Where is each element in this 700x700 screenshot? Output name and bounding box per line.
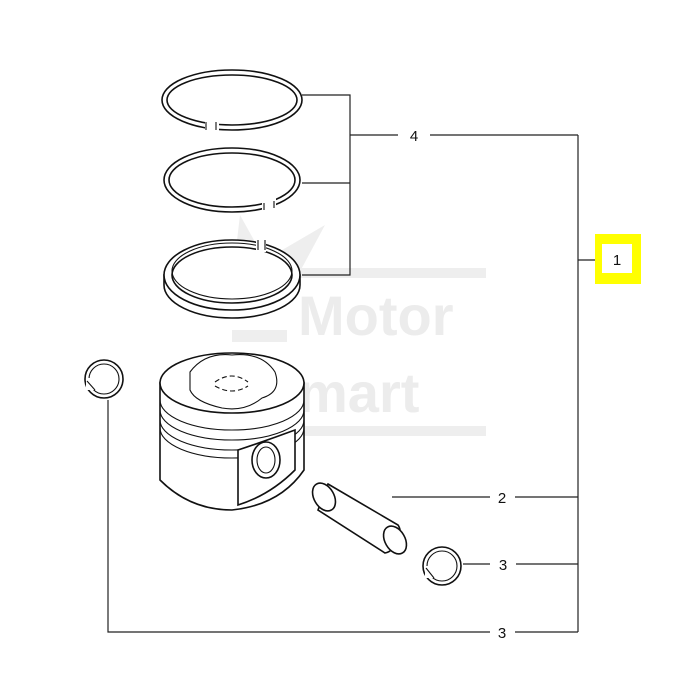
callout-1-assembly[interactable]: 1 [613,252,621,269]
circlip-left [84,359,124,399]
piston-ring-top [161,69,303,132]
piston-ring-second [163,147,301,213]
watermark-text-mart: mart [298,361,419,424]
leader-lines [107,94,596,633]
piston-pin [311,482,408,555]
watermark-text-motor: Motor [298,284,454,347]
callout-2-pin[interactable]: 2 [498,490,506,507]
watermark-logo: Motor mart [230,215,486,436]
callout-4-rings[interactable]: 4 [410,128,418,145]
circlip-right [422,546,462,586]
piston [159,352,305,511]
callout-3-circlip-right[interactable]: 3 [499,557,507,574]
callout-3-circlip-left[interactable]: 3 [498,625,506,642]
piston-ring-oil [163,238,301,319]
